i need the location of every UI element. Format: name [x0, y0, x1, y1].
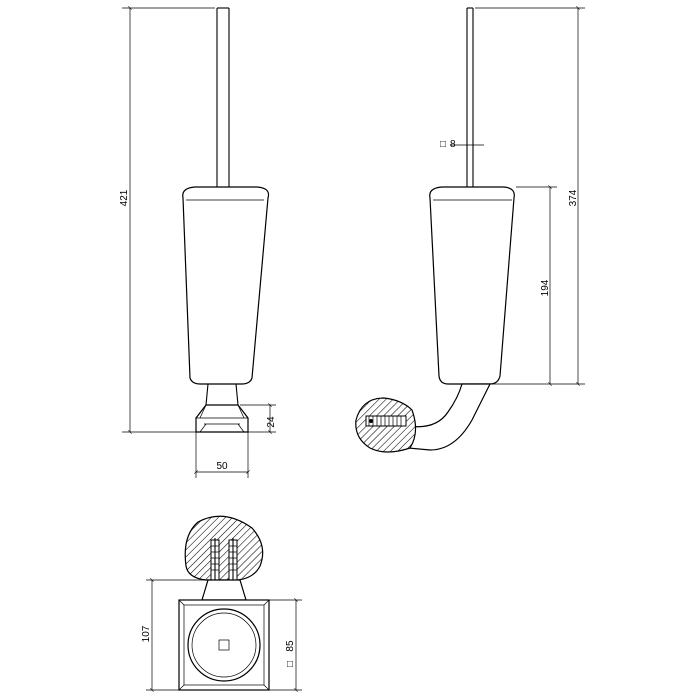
- dim-total-height-front: 421: [119, 6, 215, 434]
- dim-base-height: 24: [240, 403, 277, 434]
- dim-container-height: 194: [516, 185, 557, 386]
- dim-label-85-value: 85: [285, 640, 296, 652]
- front-handle-rod: [216, 7, 230, 188]
- plan-handle-square: [218, 639, 230, 651]
- front-container-body: [182, 186, 270, 385]
- dim-plan-square: □ 85: [269, 598, 302, 692]
- dim-label-194: 194: [540, 279, 551, 296]
- side-handle-rod: [466, 7, 474, 188]
- side-container-body: [429, 186, 515, 385]
- plan-neck: [201, 579, 247, 601]
- plan-wall-mount: [184, 515, 264, 581]
- dim-base-width: 50: [194, 432, 250, 478]
- dim-label-85-prefix: □: [285, 661, 296, 667]
- side-view: □ 8 374 194: [355, 6, 585, 453]
- dim-label-handle-prefix: □: [440, 139, 446, 150]
- side-wall-bracket-arm: [407, 383, 491, 451]
- front-neck: [205, 383, 239, 406]
- dim-label-374: 374: [568, 189, 579, 206]
- plan-view: 107 □ 85: [141, 515, 302, 692]
- front-view: 421 24 50: [119, 6, 277, 478]
- dim-label-421: 421: [119, 189, 130, 206]
- plan-container-circle: [187, 608, 261, 682]
- dim-label-50: 50: [216, 461, 228, 472]
- dim-handle-section: □ 8: [440, 139, 484, 150]
- dim-label-107: 107: [141, 625, 152, 642]
- dim-label-handle-value: 8: [450, 139, 456, 150]
- dim-label-24: 24: [266, 416, 277, 428]
- dim-plan-depth: 107: [141, 578, 206, 692]
- dim-total-height-side: 374: [475, 6, 585, 386]
- side-screw: [365, 415, 407, 427]
